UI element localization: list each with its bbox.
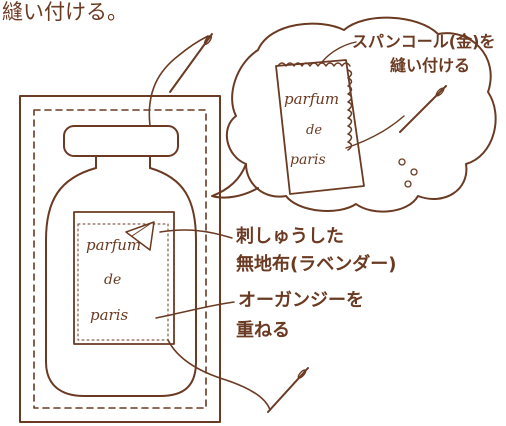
loose-sequin [410, 168, 418, 176]
instruction-text: 縫い付ける。 [2, 0, 128, 24]
fabric-label-line1: 刺しゅうした [236, 226, 344, 247]
leader-fabric [159, 229, 233, 239]
thought-bubble [226, 16, 497, 213]
bubble-thread [345, 115, 405, 149]
needle-bottom [267, 367, 309, 413]
bubble-card-line3: paris [290, 152, 326, 168]
bottle-card-line2: de [104, 272, 121, 288]
bubble-card-line2: de [306, 123, 322, 138]
thread-top [148, 35, 209, 127]
sew-label: 縫い付ける [390, 56, 471, 75]
organza-layer [77, 223, 169, 341]
bottle-neck [95, 155, 151, 169]
loose-sequin [404, 180, 412, 188]
sequin-row-top [277, 62, 351, 67]
needle-top [169, 33, 213, 93]
bottle-card-line1: parfum [86, 236, 141, 254]
leader-sequin [321, 41, 357, 63]
bubble-needle [399, 85, 447, 133]
fabric-square [73, 211, 175, 345]
thread-bottom [167, 339, 271, 411]
bubble-needle-eye [435, 87, 445, 97]
needle-eye-bottom [297, 369, 307, 379]
organza-label-line2: 重ねる [236, 320, 290, 341]
bottle-cap [63, 125, 179, 157]
organza-label-line1: オーガンジーを [238, 290, 364, 311]
bubble-tail [211, 163, 259, 199]
leader-organza [155, 301, 235, 319]
folded-corner [125, 221, 155, 251]
bubble-card-line1: parfum [284, 90, 339, 108]
bottle-body [45, 167, 197, 397]
sequin-row-side [347, 69, 353, 151]
bottle-card-line3: paris [90, 306, 129, 324]
sequin-label: スパンコール(金)を [352, 32, 496, 51]
stitch-line [33, 109, 207, 409]
needle-eye-top [203, 35, 213, 45]
loose-sequin [398, 158, 406, 166]
fabric-panel [19, 95, 221, 423]
fold-crease [131, 223, 151, 237]
fabric-label-line2: 無地布(ラベンダー) [236, 254, 397, 275]
